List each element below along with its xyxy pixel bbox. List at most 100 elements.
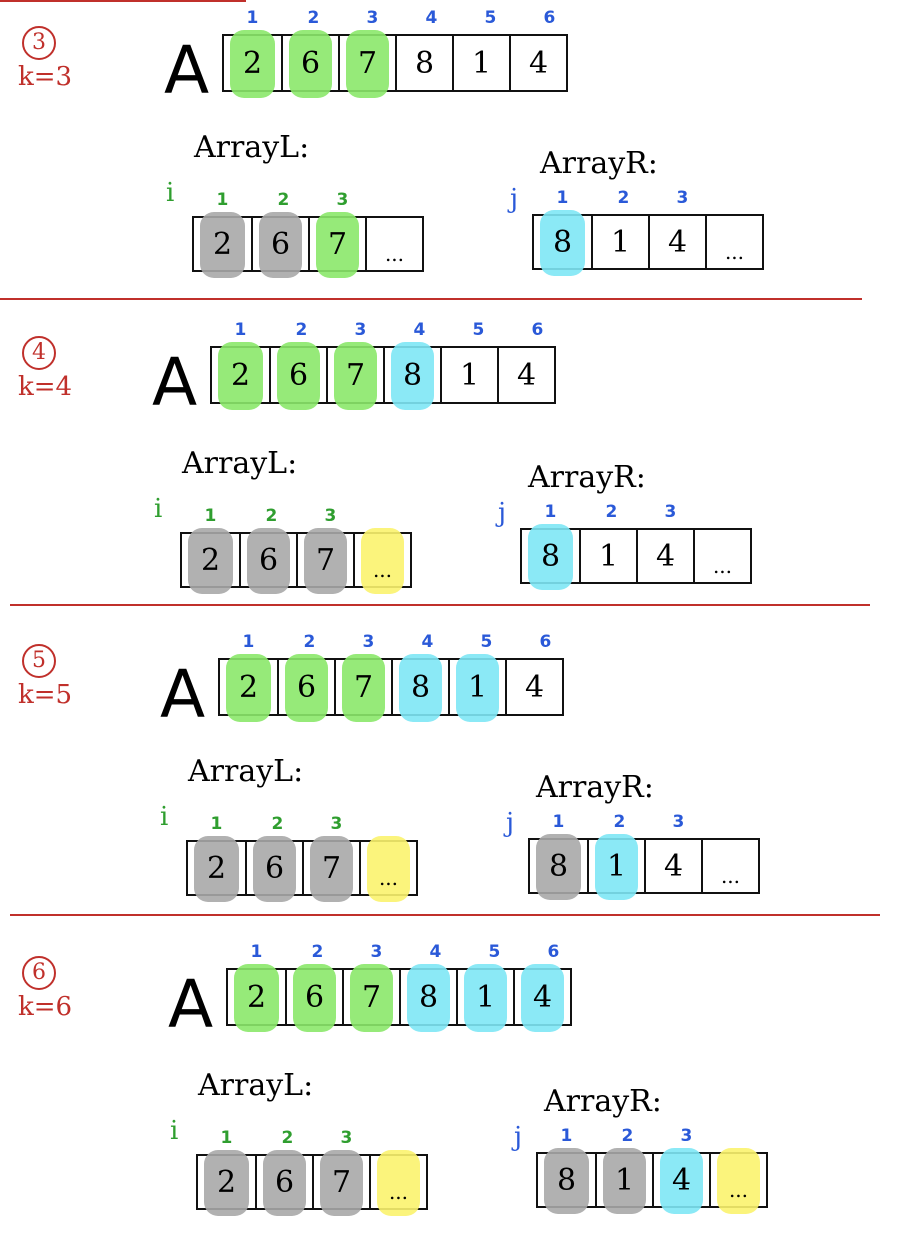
- highlight-green: [293, 964, 336, 1032]
- array-l-cell: 2: [188, 836, 245, 902]
- highlight-yellow: [717, 1148, 760, 1214]
- array-l-cell: 6: [251, 212, 308, 278]
- highlight-gray: [200, 212, 245, 278]
- cell-value: 6: [264, 850, 285, 886]
- index-label: 1: [556, 188, 569, 208]
- index-label: 3: [370, 942, 383, 962]
- highlight-gray: [310, 836, 353, 902]
- cell-value: 6: [274, 1164, 295, 1200]
- array-l-cell: 7: [308, 212, 365, 278]
- highlight-gray: [320, 1150, 363, 1216]
- highlight-cyan: [521, 964, 564, 1032]
- cell-value: ...: [712, 554, 733, 578]
- k-value: k=5: [18, 680, 73, 710]
- array-l-cell: ...: [369, 1150, 426, 1216]
- cell-value: ...: [724, 240, 745, 264]
- cell-value: 4: [667, 224, 688, 260]
- cell-value: 6: [300, 45, 321, 81]
- index-label: 4: [413, 320, 426, 340]
- cell-value: 1: [467, 669, 488, 705]
- cell-value: 2: [238, 669, 259, 705]
- array-r-title: ArrayR:: [544, 1084, 662, 1119]
- array-r-cell: 8: [534, 210, 591, 276]
- array-l-cell: 7: [296, 528, 353, 594]
- cell-value: 1: [614, 1162, 635, 1198]
- cell-value: 7: [353, 669, 374, 705]
- pointer-i: i: [170, 1116, 179, 1146]
- highlight-gray: [536, 834, 581, 900]
- highlight-green: [226, 654, 271, 722]
- highlight-cyan: [540, 210, 585, 276]
- highlight-yellow: [367, 836, 410, 902]
- index-label: 3: [336, 190, 349, 210]
- index-label: 3: [362, 632, 375, 652]
- index-label: 2: [265, 506, 278, 526]
- cell-value: 6: [270, 226, 291, 262]
- array-l-cell: ...: [359, 836, 416, 902]
- index-label: 3: [330, 814, 343, 834]
- pointer-i: i: [160, 802, 169, 832]
- step-number: 6: [22, 956, 56, 990]
- index-label: 6: [531, 320, 544, 340]
- step-number: 5: [22, 644, 56, 678]
- array-a-label: A: [152, 344, 198, 421]
- index-label: 1: [210, 814, 223, 834]
- array-a-cell: 4: [505, 660, 562, 714]
- cell-value: 1: [606, 848, 627, 884]
- array-a-cell: 6: [285, 964, 342, 1032]
- array-a-cell: 8: [383, 342, 440, 410]
- cell-value: 4: [671, 1162, 692, 1198]
- array-a-cell: 4: [509, 36, 566, 90]
- index-label: 3: [340, 1128, 353, 1148]
- array-a-cell: 1: [456, 964, 513, 1032]
- array-r-title: ArrayR:: [536, 770, 654, 805]
- array-l-cell: 7: [312, 1150, 369, 1216]
- cell-value: 7: [361, 979, 382, 1015]
- array-r-title: ArrayR:: [528, 460, 646, 495]
- highlight-yellow: [361, 528, 404, 594]
- array-r-cell: 8: [538, 1148, 595, 1214]
- index-label: 4: [421, 632, 434, 652]
- cell-value: 7: [331, 1164, 352, 1200]
- pointer-j: j: [514, 1122, 523, 1152]
- cell-value: 8: [552, 224, 573, 260]
- index-label: 4: [429, 942, 442, 962]
- pointer-i: i: [154, 494, 163, 524]
- index-label: 6: [543, 8, 556, 28]
- index-label: 1: [544, 502, 557, 522]
- index-label: 1: [204, 506, 217, 526]
- array-a-cell: 2: [224, 30, 281, 98]
- index-label: 5: [488, 942, 501, 962]
- highlight-green: [342, 654, 385, 722]
- highlight-gray: [544, 1148, 589, 1214]
- array-l-cell: 2: [198, 1150, 255, 1216]
- array-l-cell: 6: [255, 1150, 312, 1216]
- index-label: 5: [480, 632, 493, 652]
- index-label: 1: [242, 632, 255, 652]
- index-label: 2: [621, 1126, 634, 1146]
- array-r-cell: 1: [579, 530, 636, 582]
- highlight-gray: [204, 1150, 249, 1216]
- cell-value: 8: [418, 979, 439, 1015]
- array-a-cell: 1: [452, 36, 509, 90]
- index-label: 2: [311, 942, 324, 962]
- cell-value: 1: [475, 979, 496, 1015]
- index-label: 1: [246, 8, 259, 28]
- cell-value: ...: [372, 558, 393, 582]
- index-label: 3: [366, 8, 379, 28]
- pointer-j: j: [506, 808, 515, 838]
- index-label: 2: [281, 1128, 294, 1148]
- array-r-cell: ...: [705, 216, 762, 268]
- array-a-label: A: [160, 656, 206, 733]
- section-divider: [10, 914, 880, 916]
- array-r-cell: 8: [522, 524, 579, 590]
- array-l-title: ArrayL:: [194, 130, 310, 165]
